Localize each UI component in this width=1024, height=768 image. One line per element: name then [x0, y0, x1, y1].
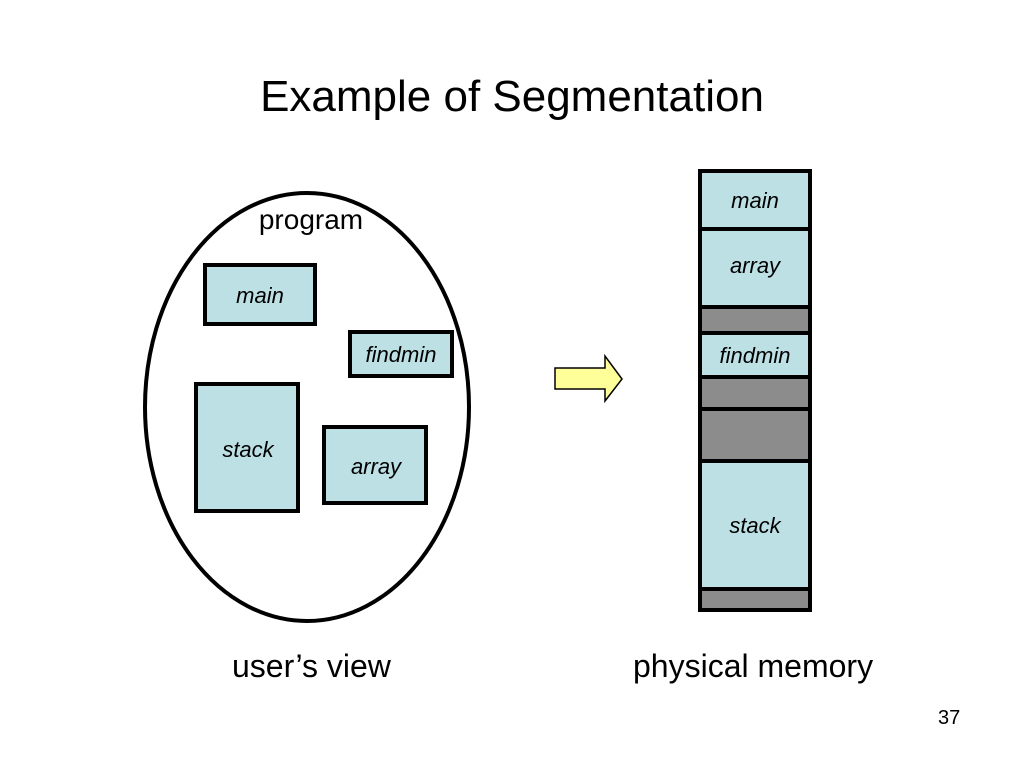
- segment-findmin-label: findmin: [366, 342, 437, 367]
- memory-free-block: [698, 305, 812, 335]
- segment-array: array: [322, 425, 428, 505]
- memory-block-stack: [698, 459, 812, 591]
- physical-memory-column: main array findmin stack: [698, 169, 812, 612]
- memory-free-block: [698, 407, 812, 463]
- right-arrow-icon: [554, 353, 623, 404]
- segment-main: main: [203, 263, 317, 326]
- segment-array-label: array: [351, 454, 403, 479]
- user-view-caption: user’s view: [232, 648, 391, 684]
- memory-block-label-stack: stack: [729, 513, 781, 538]
- segment-stack-label: stack: [222, 437, 274, 462]
- memory-free-block: [698, 375, 812, 411]
- segment-findmin: findmin: [348, 330, 454, 378]
- memory-block-findmin: [698, 331, 812, 379]
- program-ellipse: [143, 191, 471, 623]
- segment-main-label: main: [236, 283, 284, 308]
- page-number: 37: [938, 707, 961, 729]
- memory-block-label-array: array: [730, 253, 782, 278]
- memory-free-block: [698, 587, 812, 612]
- slide-title: Example of Segmentation: [260, 72, 764, 121]
- segment-stack: stack: [194, 382, 300, 513]
- user-view: program main findmin stack array: [143, 191, 471, 623]
- physical-memory-caption: physical memory: [633, 648, 874, 684]
- memory-block-array: [698, 227, 812, 309]
- memory-block-label-findmin: findmin: [720, 343, 791, 368]
- memory-block-label-main: main: [731, 188, 779, 213]
- program-label: program: [259, 204, 363, 235]
